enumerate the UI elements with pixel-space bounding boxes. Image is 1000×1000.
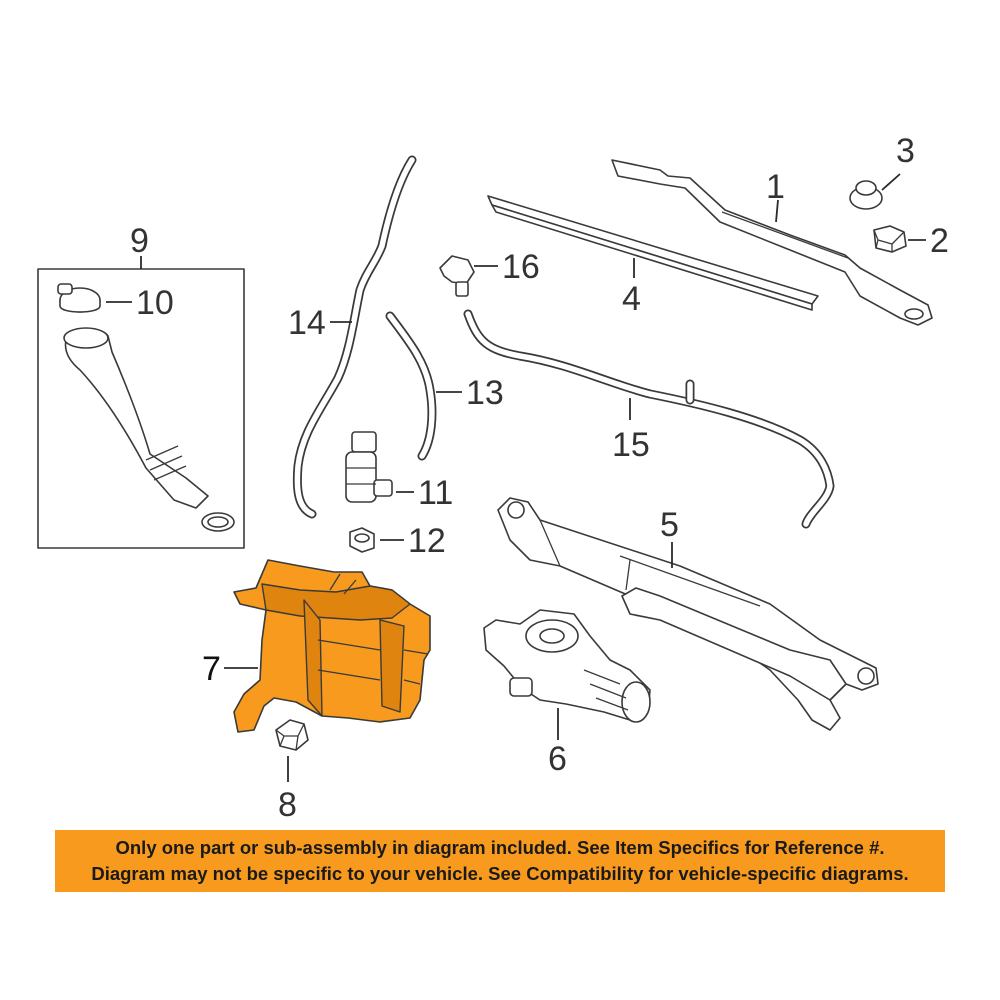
callout-13: 13 bbox=[466, 374, 504, 412]
callout-1: 1 bbox=[766, 168, 785, 206]
part-12-grommet bbox=[349, 527, 375, 553]
disclaimer-banner: Only one part or sub-assembly in diagram… bbox=[55, 830, 945, 892]
part-4-wiper-blade bbox=[487, 195, 819, 311]
leader-3 bbox=[881, 173, 901, 191]
callout-14: 14 bbox=[288, 304, 326, 342]
callout-3: 3 bbox=[896, 132, 915, 170]
callout-2: 2 bbox=[930, 222, 949, 260]
part-9-filler-neck-group bbox=[37, 268, 245, 549]
callout-6: 6 bbox=[548, 740, 567, 778]
part-11-washer-pump bbox=[345, 431, 393, 503]
leader-1 bbox=[775, 199, 779, 223]
part-13-washer-hose bbox=[385, 311, 437, 461]
part-5-wiper-linkage bbox=[497, 497, 879, 731]
part-10-filler-cap bbox=[57, 283, 101, 313]
callout-15: 15 bbox=[612, 426, 650, 464]
callout-11: 11 bbox=[418, 474, 453, 512]
callout-16: 16 bbox=[502, 248, 540, 286]
callout-numbers: 1 2 3 4 5 6 7 8 9 10 11 12 13 14 15 16 bbox=[130, 132, 949, 824]
part-6-wiper-motor bbox=[483, 609, 651, 723]
part-16-washer-nozzle bbox=[439, 255, 475, 297]
callout-5: 5 bbox=[660, 506, 679, 544]
callout-9: 9 bbox=[130, 222, 149, 260]
disclaimer-line-2: Diagram may not be specific to your vehi… bbox=[91, 863, 909, 884]
part-8-nut bbox=[275, 719, 309, 751]
callout-8: 8 bbox=[278, 786, 297, 824]
callout-10: 10 bbox=[136, 284, 174, 322]
part-3-cap bbox=[849, 180, 883, 210]
callout-7: 7 bbox=[202, 650, 221, 688]
leader-lines bbox=[106, 173, 926, 782]
part-7-washer-reservoir-highlighted bbox=[233, 559, 431, 733]
callout-4: 4 bbox=[622, 280, 641, 318]
part-1-wiper-arm bbox=[611, 159, 933, 326]
part-14-washer-hose bbox=[292, 155, 417, 519]
disclaimer-line-1: Only one part or sub-assembly in diagram… bbox=[115, 837, 885, 858]
part-15-washer-hose bbox=[463, 309, 835, 529]
callout-12: 12 bbox=[408, 522, 446, 560]
part-2-nut bbox=[873, 225, 907, 253]
